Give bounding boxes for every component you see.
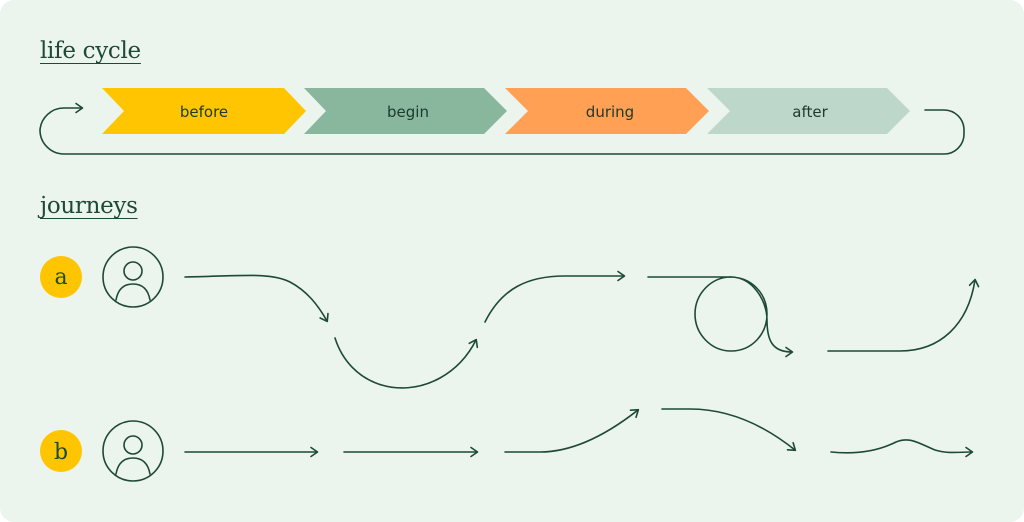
lifecycle-loop-line xyxy=(39,102,965,155)
stage-label: begin xyxy=(387,103,429,121)
stage-label: during xyxy=(586,103,634,121)
stage-chevron xyxy=(505,88,709,134)
journey-b-arrow-5 xyxy=(830,439,974,458)
journey-a-arrow-3 xyxy=(484,270,626,323)
journey-b-arrow-4 xyxy=(661,408,797,452)
journey-badge xyxy=(40,430,82,472)
journey-a-arrow-4 xyxy=(647,276,794,358)
stage-chevron xyxy=(707,88,910,134)
lifecycle-title: life cycle xyxy=(40,38,141,64)
journey-badge-letter: b xyxy=(54,440,68,465)
journey-row-a: a xyxy=(40,246,980,389)
journey-a-arrow-1 xyxy=(184,274,329,323)
stage-label: after xyxy=(792,103,828,121)
journey-a-arrow-2 xyxy=(334,337,479,389)
stage-chevron xyxy=(304,88,507,134)
journey-a-arrow-5 xyxy=(827,278,980,352)
stage-chevron xyxy=(102,88,306,134)
user-icon xyxy=(102,246,164,308)
lifecycle-stage-during: during xyxy=(505,88,709,134)
journey-badge xyxy=(40,256,82,298)
stage-label: before xyxy=(180,103,228,121)
lifecycle-stage-after: after xyxy=(707,88,910,134)
journey-badge-letter: a xyxy=(54,265,67,290)
lifecycle-stage-before: before xyxy=(102,88,306,134)
user-icon xyxy=(102,420,164,482)
journeys-title: journeys xyxy=(40,193,138,219)
journey-b-arrow-3 xyxy=(504,408,640,453)
lifecycle-stage-begin: begin xyxy=(304,88,507,134)
journey-row-b: b xyxy=(40,408,974,482)
